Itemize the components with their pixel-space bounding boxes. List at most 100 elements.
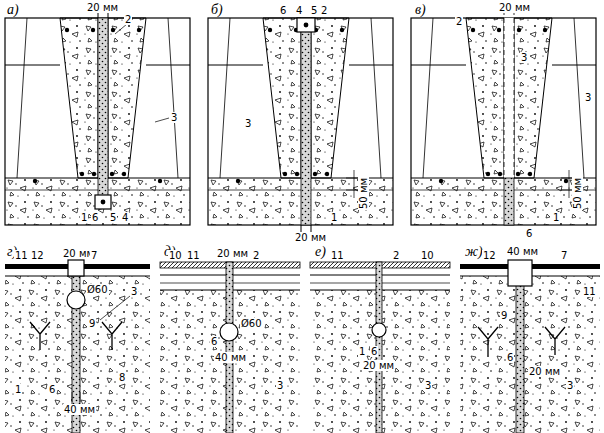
drawing-part — [80, 392, 81, 402]
callout-label: 6 — [91, 212, 99, 223]
callout-label: 6 — [506, 352, 514, 363]
callout-label: 5 — [109, 212, 117, 223]
callout-label: 1 — [552, 212, 560, 223]
callout-label: 3 — [130, 286, 138, 297]
callout-label: 9 — [88, 318, 96, 329]
drawing-part — [504, 10, 505, 178]
drawing-part — [297, 18, 315, 32]
callout-label: 1 — [358, 346, 366, 357]
callout-label: 3 — [244, 118, 252, 129]
drawing-part — [100, 296, 130, 320]
callout-label: 20 мм — [498, 2, 531, 13]
panel-letter: в) — [414, 2, 427, 17]
drawing-part — [68, 260, 84, 276]
callout-label: Ø60 — [86, 284, 109, 295]
drawing-part — [5, 18, 190, 225]
drawing-part — [226, 262, 233, 433]
callout-label: 50 мм — [572, 177, 583, 210]
callout-label: 6 — [210, 336, 218, 347]
callout-label: 2 — [252, 250, 260, 261]
callout-label: 7 — [560, 250, 568, 261]
callout-label: 20 мм — [362, 360, 395, 371]
callout-label: 3 — [566, 380, 574, 391]
callout-label: 1 — [330, 212, 338, 223]
callout-label: 1 — [80, 212, 88, 223]
callout-label: 4 — [295, 5, 303, 16]
drawing-part — [5, 276, 150, 433]
callout-label: 11 — [582, 286, 597, 297]
callout-label: 4 — [121, 212, 129, 223]
panel-letter: е) — [314, 244, 327, 259]
drawing-part — [115, 24, 127, 34]
callout-label: 5 — [310, 5, 318, 16]
callout-label: 3 — [170, 112, 178, 123]
drawing-part — [101, 200, 106, 205]
callout-label: 40 мм — [506, 246, 539, 257]
callout-label: 3 — [520, 52, 528, 63]
panel-e — [160, 262, 300, 433]
callout-label: Ø60 — [240, 318, 263, 329]
callout-label: 1 — [14, 384, 22, 395]
panel-letter: а) — [6, 2, 20, 17]
drawing-part — [411, 18, 596, 225]
drawing-part — [346, 178, 358, 179]
drawing-part — [354, 170, 355, 198]
panel-f — [310, 262, 450, 433]
callout-label: 6 — [48, 384, 56, 395]
drawing-part — [67, 291, 85, 309]
callout-label: 7 — [90, 250, 98, 261]
callout-label: 12 — [482, 250, 497, 261]
callout-label: 3 — [424, 380, 432, 391]
callout-label: 10 — [168, 250, 183, 261]
panel-g — [460, 260, 600, 433]
callout-label: 6 — [279, 5, 287, 16]
callout-label: 20 мм — [294, 232, 327, 243]
panel-a — [5, 10, 190, 225]
drawing-part — [504, 18, 514, 178]
drawing-part — [301, 18, 311, 225]
drawing-part — [220, 323, 238, 341]
drawing-part — [72, 392, 73, 402]
drawing-part — [460, 276, 600, 433]
drawing-part — [569, 170, 570, 198]
drawing-part — [311, 225, 312, 232]
callout-label: 6 — [525, 228, 533, 239]
drawing-part — [372, 323, 386, 337]
drawing-part — [346, 190, 358, 191]
drawing-part — [301, 225, 302, 232]
drawing-part — [508, 260, 532, 286]
callout-label: 40 мм — [214, 352, 247, 363]
callout-label: 3 — [276, 380, 284, 391]
drawing-part — [98, 18, 108, 196]
drawing-part — [304, 23, 309, 28]
drawing-part — [95, 195, 111, 209]
drawing-part — [516, 276, 524, 433]
callout-label: 2 — [455, 16, 463, 27]
callout-label: 20 мм — [86, 2, 119, 13]
callout-label: 11 — [14, 250, 29, 261]
callout-label: 8 — [118, 372, 126, 383]
panel-b — [208, 18, 393, 232]
callout-label: 2 — [124, 14, 132, 25]
panel-d — [5, 260, 150, 433]
drawing-part — [504, 178, 514, 225]
panel-letter: б) — [210, 2, 224, 17]
callout-label: 11 — [186, 250, 201, 261]
drawing-part — [478, 327, 565, 355]
drawing-part — [514, 10, 515, 178]
drawing-part — [155, 118, 169, 122]
callout-label: 20 мм — [216, 248, 249, 259]
drawing-part — [208, 18, 393, 225]
callout-label: 9 — [500, 310, 508, 321]
callout-label: 6 — [370, 346, 378, 357]
panel-c — [411, 10, 596, 225]
callout-label: 40 мм — [63, 404, 96, 415]
callout-label: 50 мм — [358, 177, 369, 210]
callout-label: 20 мм — [528, 366, 561, 377]
callout-label: 11 — [330, 250, 345, 261]
callout-label: 3 — [584, 92, 592, 103]
callout-label: 2 — [320, 5, 328, 16]
panel-letter: ж) — [464, 244, 484, 259]
callout-label: 10 — [420, 250, 435, 261]
